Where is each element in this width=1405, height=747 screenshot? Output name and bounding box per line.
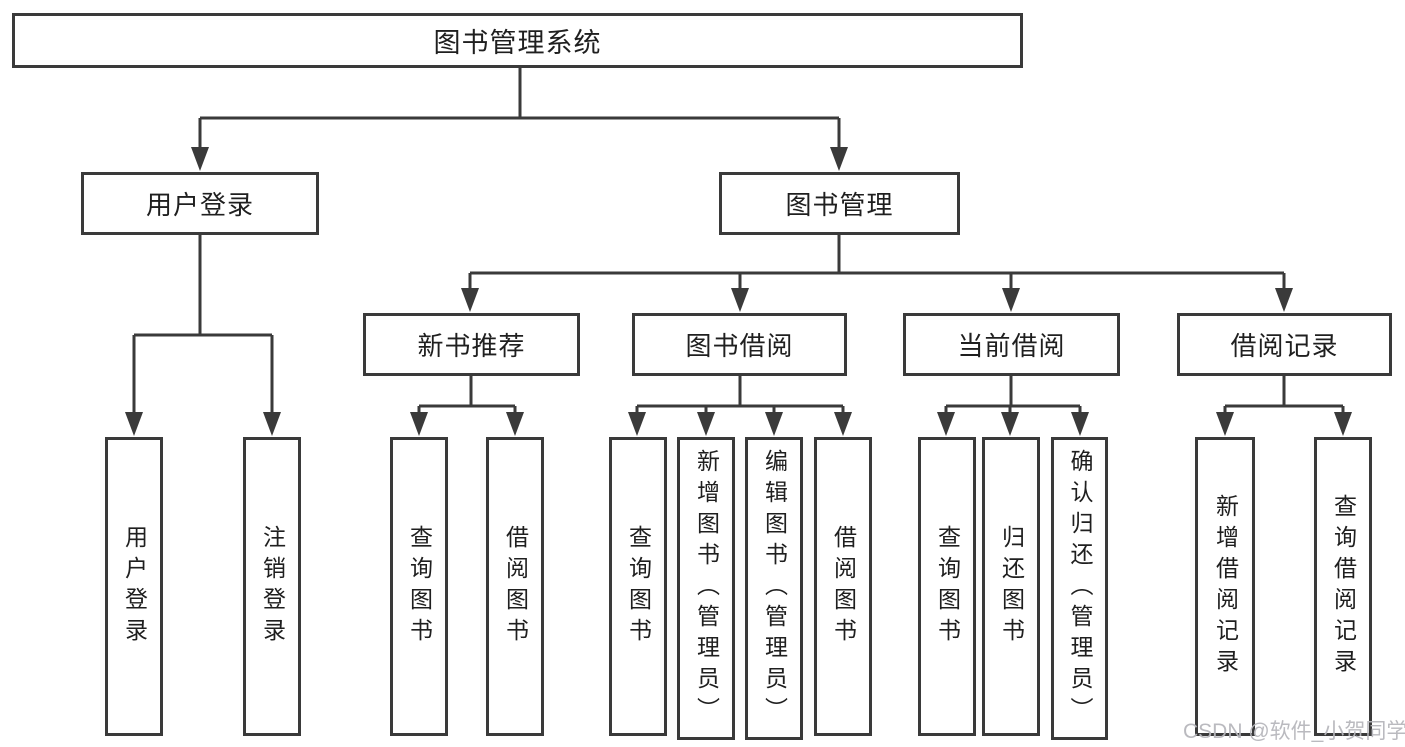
arrow-head-icon: [830, 147, 848, 171]
leaf-add-books-admin: 新增图书（管理员）: [677, 437, 735, 740]
arrow-head-icon: [628, 412, 646, 436]
arrow-head-icon: [506, 412, 524, 436]
leaf-label: 编辑图书（管理员）: [761, 449, 788, 728]
leaf-label: 查询借阅记录: [1330, 493, 1357, 680]
arrow-head-icon: [410, 412, 428, 436]
leaf-label: 借阅图书: [830, 524, 857, 649]
node-borrowing-records: 借阅记录: [1177, 313, 1392, 376]
node-label: 当前借阅: [957, 331, 1066, 361]
node-book-borrowing: 图书借阅: [632, 313, 847, 376]
arrow-head-icon: [461, 288, 479, 312]
node-new-book-recommendation: 新书推荐: [363, 313, 580, 376]
connector-tree-lines: [132, 66, 1345, 413]
node-user-login: 用户登录: [81, 172, 319, 235]
leaf-return-books: 归还图书: [982, 437, 1040, 736]
leaf-label: 归还图书: [998, 524, 1025, 649]
node-label: 新书推荐: [417, 331, 526, 361]
node-label: 图书管理: [785, 190, 894, 220]
arrow-head-icon: [191, 147, 209, 171]
arrow-head-icon: [125, 412, 143, 436]
leaf-label: 用户登录: [121, 524, 148, 649]
node-library-management-system: 图书管理系统: [12, 13, 1023, 68]
leaf-query-borrow-record: 查询借阅记录: [1314, 437, 1372, 736]
leaf-label: 确认归还（管理员）: [1067, 449, 1093, 728]
leaf-label: 查询图书: [625, 524, 652, 649]
leaf-label: 新增借阅记录: [1212, 493, 1239, 680]
node-current-borrowing: 当前借阅: [903, 313, 1120, 376]
leaf-borrow-books: 借阅图书: [486, 437, 544, 736]
arrow-head-icon: [263, 412, 281, 436]
leaf-edit-books-admin: 编辑图书（管理员）: [745, 437, 803, 740]
arrow-head-icon: [834, 412, 852, 436]
leaf-confirm-return-admin: 确认归还（管理员）: [1051, 437, 1108, 740]
leaf-user-login: 用户登录: [105, 437, 163, 736]
leaf-borrow-books: 借阅图书: [814, 437, 872, 736]
leaf-label: 注销登录: [259, 524, 286, 649]
node-book-management: 图书管理: [719, 172, 960, 235]
arrow-head-icon: [1071, 412, 1089, 436]
node-label: 图书管理系统: [433, 28, 602, 58]
arrow-head-icon: [937, 412, 955, 436]
leaf-add-borrow-record: 新增借阅记录: [1195, 437, 1255, 736]
node-label: 借阅记录: [1230, 331, 1339, 361]
arrow-head-icon: [1002, 288, 1020, 312]
arrow-head-icon: [1334, 412, 1352, 436]
node-label: 图书借阅: [685, 331, 794, 361]
arrow-head-icon: [1216, 412, 1234, 436]
arrow-head-icon: [697, 412, 715, 436]
leaf-query-books: 查询图书: [918, 437, 976, 736]
leaf-label: 查询图书: [406, 524, 433, 649]
arrow-head-icon: [765, 412, 783, 436]
node-label: 用户登录: [145, 190, 254, 220]
arrow-heads: [125, 147, 1352, 436]
arrow-head-icon: [731, 288, 749, 312]
leaf-query-books: 查询图书: [609, 437, 667, 736]
leaf-query-books: 查询图书: [390, 437, 448, 736]
leaf-label: 新增图书（管理员）: [693, 449, 720, 728]
arrow-head-icon: [1275, 288, 1293, 312]
leaf-logout: 注销登录: [243, 437, 301, 736]
leaf-label: 借阅图书: [502, 524, 529, 649]
csdn-watermark: CSDN @软件_小贺同学: [1183, 720, 1405, 743]
arrow-head-icon: [1001, 412, 1019, 436]
leaf-label: 查询图书: [934, 524, 961, 649]
